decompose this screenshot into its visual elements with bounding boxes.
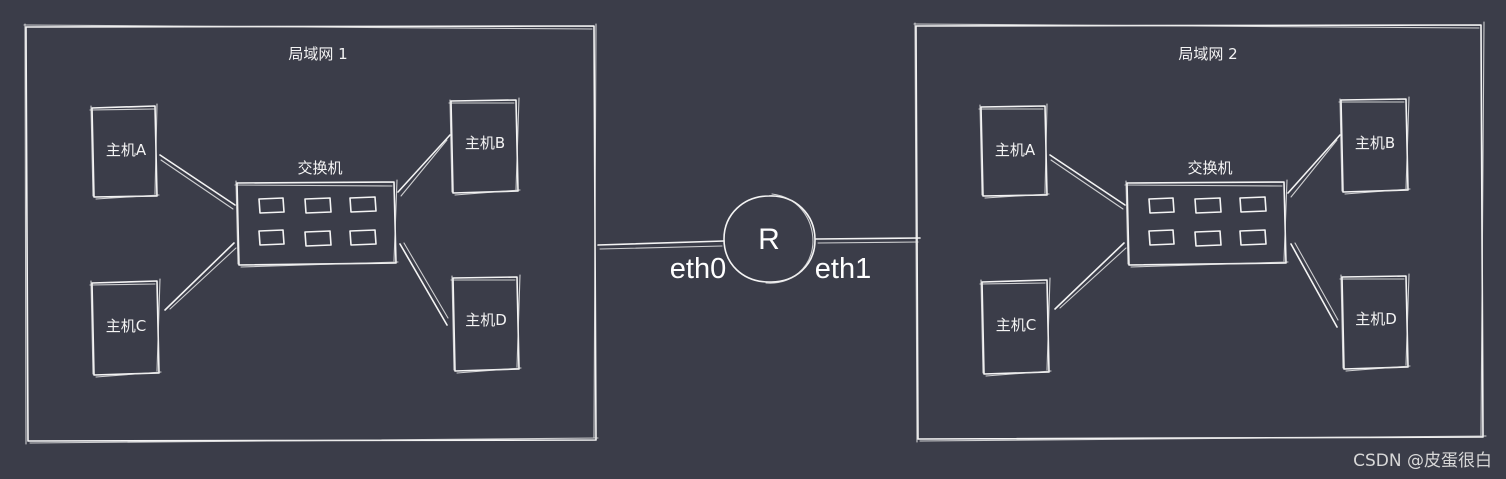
lan-2-host-a: 主机A [978, 103, 1050, 199]
lan-2-links [1049, 134, 1341, 328]
lan-1-boundary [23, 23, 599, 445]
router: R eth0 eth1 [597, 193, 921, 285]
lan-2-switch-label: 交换机 [1187, 159, 1232, 177]
lan-1-links [159, 134, 451, 326]
lan-1-switch-ports [258, 196, 377, 247]
lan-1-switch [234, 179, 399, 268]
watermark: CSDN @皮蛋很白 [1353, 451, 1492, 471]
router-label: R [758, 223, 780, 256]
lan-1: 局域网 1 主机A 主机B 主机C [23, 23, 599, 445]
lan-2: 局域网 2 主机A 主机B 主机C [913, 21, 1487, 443]
lan-2-host-a-label: 主机A [995, 141, 1036, 159]
lan-2-host-b-label: 主机B [1355, 134, 1395, 152]
lan-1-host-c-label: 主机C [106, 317, 146, 335]
lan-2-host-b: 主机B [1338, 96, 1411, 195]
lan-2-host-d-label: 主机D [1355, 310, 1397, 328]
lan-2-label: 局域网 2 [1178, 45, 1237, 63]
lan-2-switch [1124, 179, 1289, 268]
lan-2-host-c: 主机C [979, 277, 1052, 377]
lan-1-label: 局域网 1 [288, 45, 347, 63]
router-port-eth1: eth1 [815, 253, 871, 285]
lan-1-host-a: 主机A [89, 103, 160, 200]
router-right-link [815, 237, 921, 244]
lan-2-host-d: 主机D [1339, 273, 1411, 372]
lan-1-host-a-label: 主机A [106, 141, 147, 159]
lan-1-host-c: 主机C [89, 278, 162, 378]
lan-1-switch-label: 交换机 [297, 159, 342, 177]
lan-2-switch-ports [1148, 196, 1267, 247]
lan-1-host-d: 主机D [450, 274, 522, 374]
router-circle [723, 193, 816, 284]
lan-1-host-b-label: 主机B [465, 134, 505, 152]
router-port-eth0: eth0 [670, 253, 726, 285]
lan-2-boundary [913, 21, 1487, 443]
lan-1-host-b: 主机B [448, 97, 521, 196]
router-left-link [597, 240, 725, 250]
lan-2-host-c-label: 主机C [996, 316, 1036, 334]
lan-1-host-d-label: 主机D [465, 311, 507, 329]
